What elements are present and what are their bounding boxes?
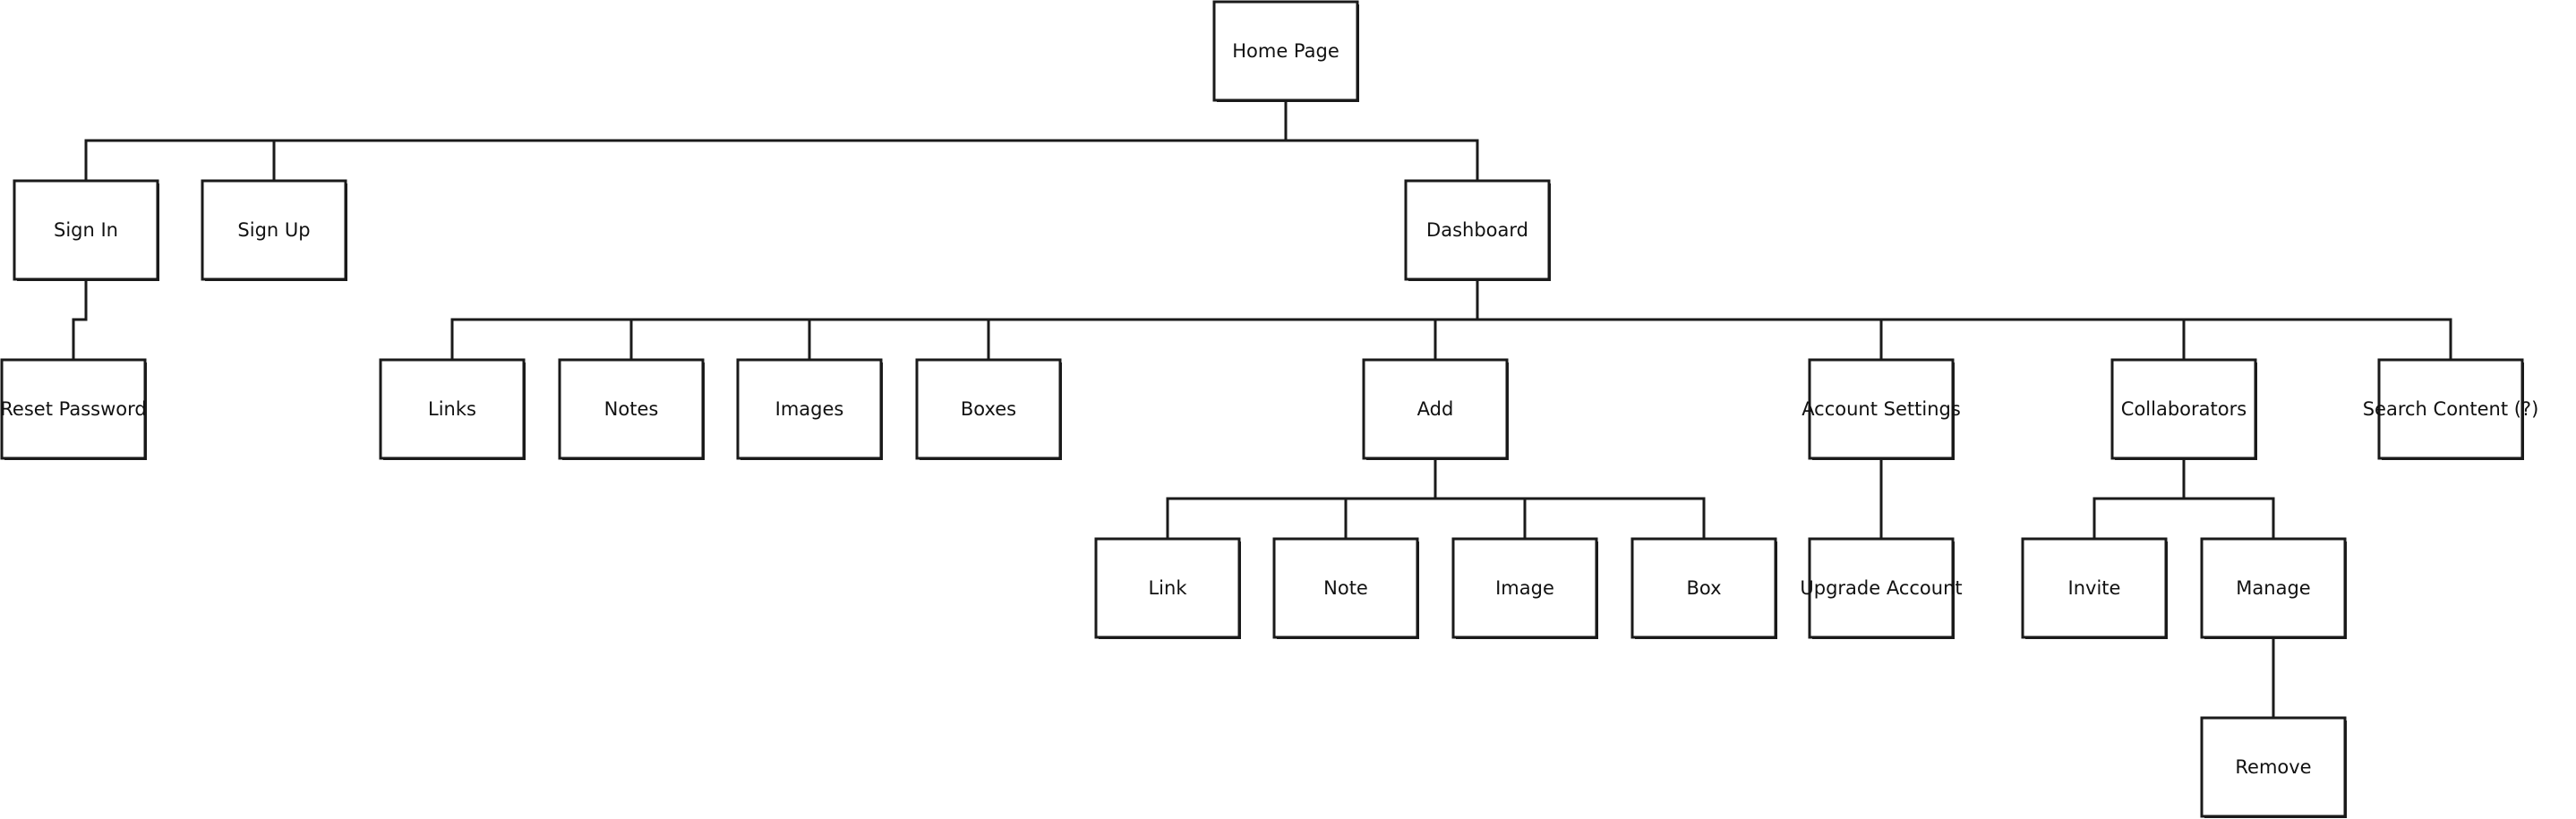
node-sketch-stroke xyxy=(1635,542,1777,639)
node-manage: Manage xyxy=(2200,537,2347,639)
node-add: Add xyxy=(1362,358,1509,460)
node-label: Box xyxy=(1686,577,1721,599)
node-box xyxy=(2110,358,2257,460)
node-sketch-stroke xyxy=(1277,542,1419,639)
node-label: Sign Up xyxy=(237,219,310,241)
node-sketch-stroke xyxy=(1812,363,1955,460)
node-box xyxy=(1212,0,1359,102)
node-label: Boxes xyxy=(961,398,1016,420)
node-upgrade: Upgrade Account xyxy=(1800,537,1963,639)
node-sketch-stroke xyxy=(562,363,705,460)
connector-lines xyxy=(72,98,2452,720)
node-label: Collaborators xyxy=(2121,398,2247,420)
node-label: Note xyxy=(1323,577,1368,599)
node-sketch-stroke xyxy=(17,183,159,281)
node-sketch-stroke xyxy=(205,183,347,281)
node-signup: Sign Up xyxy=(201,179,347,281)
node-sketch-stroke xyxy=(2204,721,2347,818)
node-account: Account Settings xyxy=(1801,358,1961,460)
node-sketch-stroke xyxy=(1812,542,1955,639)
node-box xyxy=(1094,537,1241,639)
node-signin: Sign In xyxy=(13,179,159,281)
node-boxes: Boxes xyxy=(915,358,1062,460)
node-label: Remove xyxy=(2235,756,2311,778)
node-box xyxy=(1451,537,1598,639)
node-box xyxy=(2200,716,2347,818)
node-invite: Invite xyxy=(2021,537,2168,639)
node-label: Link xyxy=(1148,577,1187,599)
node-box xyxy=(915,358,1062,460)
node-sketch-stroke xyxy=(1099,542,1241,639)
node-box xyxy=(1404,179,1551,281)
connector-signin xyxy=(72,277,88,362)
node-sketch-stroke xyxy=(740,363,883,460)
node-box xyxy=(0,358,147,460)
node-collab: Collaborators xyxy=(2110,358,2257,460)
node-label: Links xyxy=(428,398,476,420)
node-images: Images xyxy=(736,358,883,460)
node-sketch-stroke xyxy=(2204,542,2347,639)
node-sketch-stroke xyxy=(2025,542,2168,639)
node-box xyxy=(1272,537,1419,639)
node-sketch-stroke xyxy=(1456,542,1598,639)
node-sketch-stroke xyxy=(1217,4,1359,102)
node-notes: Notes xyxy=(558,358,705,460)
node-label: Invite xyxy=(2068,577,2121,599)
node-links: Links xyxy=(379,358,526,460)
node-label: Account Settings xyxy=(1801,398,1961,420)
node-sketch-stroke xyxy=(383,363,526,460)
node-label: Add xyxy=(1417,398,1454,420)
node-search: Search Content (?) xyxy=(2363,358,2539,460)
node-box xyxy=(201,179,347,281)
node-box xyxy=(1808,537,1955,639)
node-label: Image xyxy=(1495,577,1554,599)
node-sketch-stroke xyxy=(4,363,147,460)
node-sketch-stroke xyxy=(920,363,1062,460)
node-dashboard: Dashboard xyxy=(1404,179,1551,281)
node-sketch-stroke xyxy=(2115,363,2257,460)
connector-add xyxy=(1166,456,1706,541)
node-sketch-stroke xyxy=(1366,363,1509,460)
node-sketch-stroke xyxy=(2382,363,2524,460)
node-label: Upgrade Account xyxy=(1800,577,1962,599)
node-image: Image xyxy=(1451,537,1598,639)
connector-dashboard xyxy=(450,277,2452,362)
connector-collab xyxy=(2092,456,2275,541)
node-label: Manage xyxy=(2236,577,2310,599)
node-box xyxy=(736,358,883,460)
connector-home xyxy=(84,98,1479,183)
node-remove: Remove xyxy=(2200,716,2347,818)
node-box xyxy=(2200,537,2347,639)
node-note: Note xyxy=(1272,537,1419,639)
node-home: Home Page xyxy=(1212,0,1359,102)
node-label: Images xyxy=(775,398,844,420)
node-label: Home Page xyxy=(1232,40,1339,62)
node-label: Search Content (?) xyxy=(2363,398,2539,420)
node-label: Reset Password xyxy=(0,398,146,420)
node-link: Link xyxy=(1094,537,1241,639)
node-sketch-stroke xyxy=(1408,183,1551,281)
node-label: Notes xyxy=(604,398,659,420)
node-box xyxy=(2377,358,2524,460)
node-label: Dashboard xyxy=(1426,219,1528,241)
node-box xyxy=(1362,358,1509,460)
node-reset: Reset Password xyxy=(0,358,147,460)
node-box: Box xyxy=(1630,537,1777,639)
node-label: Sign In xyxy=(54,219,118,241)
